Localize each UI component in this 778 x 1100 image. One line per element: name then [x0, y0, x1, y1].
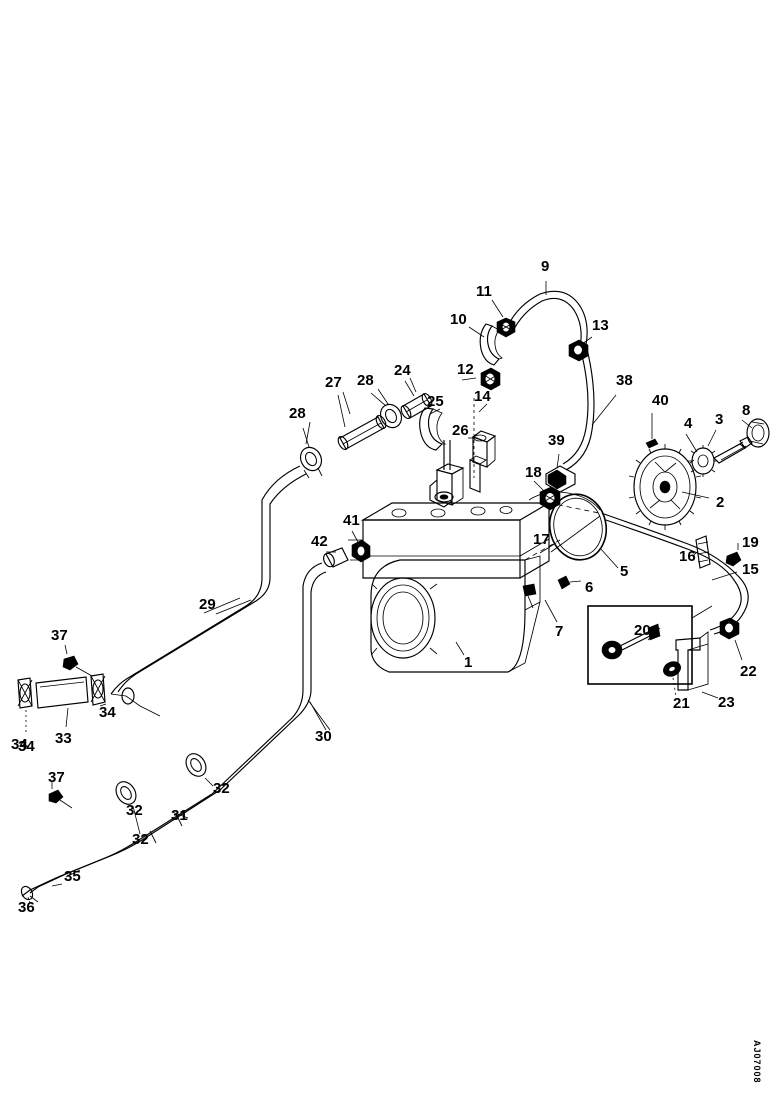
clamp-28-right — [370, 392, 403, 429]
compressor-body — [348, 502, 552, 673]
hose-end-35-36 — [20, 869, 81, 904]
hose-branch-y — [110, 687, 161, 717]
callout-39: 39 — [548, 432, 565, 449]
callout-8: 8 — [742, 402, 751, 419]
connector-33 — [35, 676, 89, 728]
callout-3: 3 — [715, 411, 724, 428]
callout-12: 12 — [457, 361, 474, 378]
callout-17: 17 — [533, 531, 550, 548]
gasket-ring-5 — [548, 493, 608, 561]
drawing-code: AJ07008 — [752, 1040, 762, 1084]
tube-24 — [400, 380, 433, 420]
misc-leaders — [29, 377, 753, 903]
hose-31 — [57, 789, 221, 878]
callout-28-second: 28 — [289, 405, 306, 422]
part-39-bracket — [545, 453, 576, 493]
tube-27 — [337, 394, 387, 451]
callout-4: 4 — [684, 415, 693, 432]
washer-21 — [663, 661, 681, 697]
nut-22 — [719, 617, 743, 661]
callout-18: 18 — [525, 464, 542, 481]
callout-35: 35 — [64, 868, 81, 885]
callout-13: 13 — [592, 317, 609, 334]
callout-32-third: 32 — [132, 831, 149, 848]
detail-inset-box — [587, 605, 713, 685]
callout-27: 27 — [325, 374, 342, 391]
callout-36: 36 — [18, 899, 35, 916]
callout-33: 33 — [55, 730, 72, 747]
callout-23: 23 — [718, 694, 735, 711]
callout-1: 1 — [464, 654, 473, 671]
bolt-6 — [557, 575, 582, 590]
callout-11: 11 — [476, 283, 492, 300]
callout-5: 5 — [620, 563, 629, 580]
cover-17 — [528, 491, 601, 553]
callout-37-second: 37 — [51, 627, 68, 644]
callout-30: 30 — [315, 728, 332, 745]
clip-37-upper — [62, 644, 93, 677]
callout-26: 26 — [452, 422, 469, 439]
callout-9: 9 — [541, 258, 550, 275]
callout-15: 15 — [742, 561, 759, 578]
gear-assembly — [628, 413, 770, 530]
callout-34-third: 34 — [11, 736, 28, 753]
part-10-elbow — [468, 323, 503, 366]
callout-14: 14 — [474, 388, 491, 405]
part-13-union — [568, 336, 593, 362]
callout-21: 21 — [673, 695, 690, 712]
callout-24: 24 — [394, 362, 411, 379]
callout-25: 25 — [427, 393, 444, 410]
callout-20: 20 — [634, 622, 651, 639]
coolant-line-15 — [603, 513, 749, 635]
clamp-34-right — [90, 673, 107, 707]
coolant-hose-30 — [211, 562, 331, 795]
callout-2: 2 — [716, 494, 725, 511]
part-11-connector — [491, 299, 516, 338]
center-lines — [524, 502, 605, 561]
clip-37-lower — [48, 781, 73, 809]
callout-32-second: 32 — [126, 802, 143, 819]
part-42-elbow — [323, 547, 349, 568]
callout-32: 32 — [213, 780, 230, 797]
callout-29: 29 — [199, 596, 216, 613]
clamp-32-b — [115, 781, 141, 835]
callout-34-second: 34 — [99, 704, 116, 721]
callout-22: 22 — [740, 663, 757, 680]
callout-7: 7 — [555, 623, 564, 640]
callout-28: 28 — [357, 372, 374, 389]
bracket-23 — [675, 631, 719, 699]
clamp-32-a — [185, 753, 214, 787]
coolant-hose-29 — [110, 465, 307, 695]
air-line-9 — [505, 281, 588, 348]
callout-16: 16 — [679, 548, 696, 565]
air-line-38 — [562, 344, 617, 471]
callout-37: 37 — [48, 769, 65, 786]
callout-42: 42 — [311, 533, 328, 550]
callout-40: 40 — [652, 392, 669, 409]
callout-31: 31 — [171, 807, 188, 824]
part-12-fitting — [480, 367, 501, 391]
callout-10: 10 — [450, 311, 467, 328]
clamp-34-left — [17, 677, 33, 734]
callout-38: 38 — [616, 372, 633, 389]
callout-41: 41 — [343, 512, 360, 529]
callout-19: 19 — [742, 534, 759, 551]
clamp-28-left — [299, 427, 323, 479]
part-25-clamp — [419, 407, 447, 451]
callout-6: 6 — [585, 579, 594, 596]
callout-34: 34 — [18, 738, 35, 755]
part-41-fitting — [351, 530, 371, 563]
clip-19 — [725, 543, 742, 567]
clamp-16 — [692, 535, 711, 569]
